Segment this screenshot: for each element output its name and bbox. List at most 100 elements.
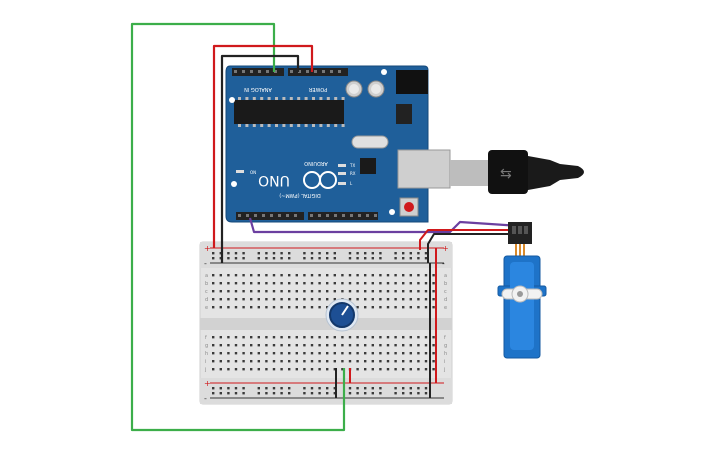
potentiometer[interactable]: [325, 298, 359, 332]
breadboard-hole[interactable]: [409, 257, 412, 260]
breadboard-hole[interactable]: [379, 344, 382, 347]
breadboard-hole[interactable]: [280, 336, 283, 339]
breadboard-hole[interactable]: [288, 387, 291, 390]
breadboard-hole[interactable]: [364, 252, 367, 255]
breadboard-hole[interactable]: [257, 290, 260, 293]
breadboard-hole[interactable]: [333, 360, 336, 363]
breadboard-hole[interactable]: [250, 298, 253, 301]
breadboard-hole[interactable]: [234, 274, 238, 277]
breadboard-hole[interactable]: [303, 360, 306, 363]
breadboard-hole[interactable]: [364, 336, 367, 339]
breadboard-hole[interactable]: [219, 306, 222, 309]
black-ground-wire[interactable]: [220, 54, 300, 263]
breadboard-hole[interactable]: [326, 344, 329, 347]
breadboard-hole[interactable]: [379, 252, 382, 255]
breadboard-hole[interactable]: [348, 336, 352, 339]
breadboard-hole[interactable]: [417, 306, 420, 309]
breadboard-hole[interactable]: [242, 360, 245, 363]
breadboard-hole[interactable]: [333, 282, 336, 285]
header-pin[interactable]: [366, 214, 369, 217]
breadboard-hole[interactable]: [432, 306, 435, 309]
breadboard-hole[interactable]: [364, 352, 367, 355]
breadboard-hole[interactable]: [356, 252, 359, 255]
breadboard-hole[interactable]: [288, 344, 291, 347]
breadboard-hole[interactable]: [348, 257, 352, 260]
breadboard-hole[interactable]: [364, 368, 367, 371]
breadboard-hole[interactable]: [394, 392, 397, 395]
breadboard-hole[interactable]: [424, 352, 428, 355]
header-pin[interactable]: [242, 70, 245, 73]
purple-signal-wire[interactable]: [248, 217, 521, 234]
breadboard-hole[interactable]: [212, 344, 215, 347]
breadboard-hole[interactable]: [295, 344, 298, 347]
breadboard-hole[interactable]: [272, 352, 276, 355]
breadboard-hole[interactable]: [303, 392, 306, 395]
header-pin[interactable]: [322, 70, 325, 73]
servo-motor[interactable]: [497, 222, 547, 359]
breadboard-hole[interactable]: [424, 368, 428, 371]
breadboard-hole[interactable]: [386, 274, 390, 277]
breadboard-hole[interactable]: [257, 344, 260, 347]
breadboard-hole[interactable]: [394, 290, 397, 293]
header-pin[interactable]: [374, 214, 377, 217]
breadboard-hole[interactable]: [386, 290, 390, 293]
breadboard-hole[interactable]: [356, 282, 359, 285]
breadboard-hole[interactable]: [295, 352, 298, 355]
breadboard-hole[interactable]: [364, 392, 367, 395]
breadboard-hole[interactable]: [212, 392, 215, 395]
breadboard-hole[interactable]: [257, 257, 260, 260]
header-pin[interactable]: [314, 70, 317, 73]
breadboard-hole[interactable]: [356, 306, 359, 309]
breadboard-hole[interactable]: [318, 252, 321, 255]
breadboard-hole[interactable]: [356, 290, 359, 293]
breadboard-hole[interactable]: [326, 392, 329, 395]
breadboard-hole[interactable]: [348, 360, 352, 363]
breadboard-hole[interactable]: [257, 282, 260, 285]
breadboard-hole[interactable]: [303, 352, 306, 355]
header-pin[interactable]: [234, 70, 237, 73]
breadboard-hole[interactable]: [394, 257, 397, 260]
breadboard-hole[interactable]: [288, 368, 291, 371]
breadboard-hole[interactable]: [409, 282, 412, 285]
breadboard-hole[interactable]: [280, 282, 283, 285]
breadboard-hole[interactable]: [364, 344, 367, 347]
breadboard-hole[interactable]: [303, 387, 306, 390]
breadboard-hole[interactable]: [409, 360, 412, 363]
breadboard-hole[interactable]: [333, 392, 336, 395]
breadboard-hole[interactable]: [257, 368, 260, 371]
breadboard-hole[interactable]: [212, 298, 215, 301]
breadboard-hole[interactable]: [310, 392, 314, 395]
breadboard-hole[interactable]: [432, 290, 435, 293]
breadboard-hole[interactable]: [371, 252, 374, 255]
breadboard-hole[interactable]: [265, 274, 268, 277]
breadboard-hole[interactable]: [280, 344, 283, 347]
breadboard-hole[interactable]: [212, 257, 215, 260]
breadboard-hole[interactable]: [326, 352, 329, 355]
breadboard-hole[interactable]: [386, 344, 390, 347]
breadboard-hole[interactable]: [394, 360, 397, 363]
breadboard-hole[interactable]: [227, 392, 230, 395]
breadboard-hole[interactable]: [333, 344, 336, 347]
breadboard-hole[interactable]: [219, 282, 222, 285]
servo-horn[interactable]: [501, 285, 543, 303]
breadboard-hole[interactable]: [288, 257, 291, 260]
breadboard-hole[interactable]: [242, 282, 245, 285]
breadboard-hole[interactable]: [295, 290, 298, 293]
breadboard-hole[interactable]: [288, 392, 291, 395]
breadboard-hole[interactable]: [326, 387, 329, 390]
breadboard-hole[interactable]: [288, 282, 291, 285]
breadboard-hole[interactable]: [364, 298, 367, 301]
breadboard-hole[interactable]: [402, 282, 405, 285]
breadboard-hole[interactable]: [265, 368, 268, 371]
breadboard-hole[interactable]: [356, 387, 359, 390]
breadboard-hole[interactable]: [394, 274, 397, 277]
breadboard-hole[interactable]: [371, 352, 374, 355]
breadboard-hole[interactable]: [272, 392, 276, 395]
breadboard-hole[interactable]: [379, 290, 382, 293]
breadboard-hole[interactable]: [417, 290, 420, 293]
breadboard-hole[interactable]: [318, 344, 321, 347]
breadboard-hole[interactable]: [356, 360, 359, 363]
breadboard-hole[interactable]: [356, 336, 359, 339]
header-pin[interactable]: [330, 70, 333, 73]
breadboard-hole[interactable]: [303, 298, 306, 301]
